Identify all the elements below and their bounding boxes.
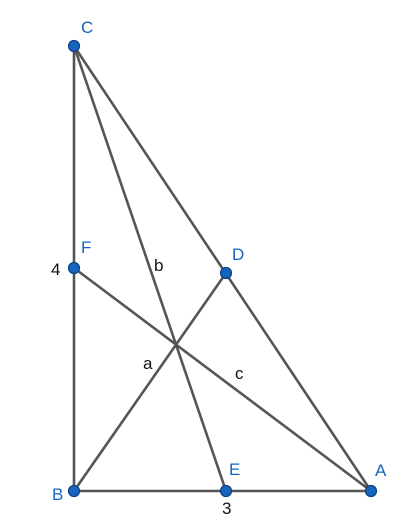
- point-B: [67, 484, 81, 498]
- point-A: [364, 484, 378, 498]
- point-D: [219, 266, 233, 280]
- label-b: b: [154, 256, 163, 275]
- point-C: [67, 39, 81, 53]
- label-a: a: [143, 354, 153, 373]
- label-B: B: [52, 485, 63, 504]
- label-side-BF: 4: [51, 260, 60, 279]
- label-A: A: [375, 461, 387, 480]
- label-side-BE: 3: [222, 499, 231, 518]
- segment-FA: [72, 266, 373, 493]
- label-E: E: [229, 460, 240, 479]
- label-c: c: [235, 364, 244, 383]
- label-F: F: [81, 238, 91, 257]
- segment-CE: [72, 44, 228, 493]
- point-F: [67, 261, 81, 275]
- point-E: [219, 484, 233, 498]
- label-D: D: [232, 245, 244, 264]
- label-C: C: [81, 18, 93, 37]
- segment-BD: [72, 271, 228, 493]
